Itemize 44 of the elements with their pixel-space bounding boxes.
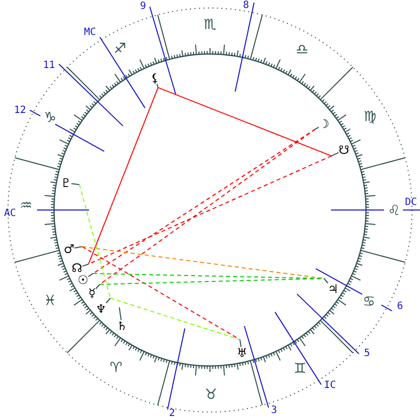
aspect-line — [82, 246, 324, 279]
zodiac-sign-symbol: ♒ — [20, 199, 32, 213]
zodiac-sign-symbol: ♎ — [296, 43, 308, 57]
planet-symbol: ♇ — [60, 177, 72, 189]
aspect-line — [78, 184, 111, 299]
zodiac-sign-symbol: ♈ — [110, 361, 122, 375]
zodiac-sign-symbol: ♋ — [362, 295, 376, 309]
house-label: 6 — [396, 302, 404, 312]
planet-symbol: ⚸ — [150, 72, 160, 84]
zodiac-sign-symbol: ♓ — [44, 294, 56, 308]
aspect-line — [88, 155, 332, 265]
zodiac-sign-symbol: ♍ — [364, 110, 376, 124]
planet-symbol: ☿ — [88, 287, 96, 299]
aspect-line — [82, 246, 240, 340]
planet-symbol: ♄ — [116, 320, 128, 332]
house-label: MC — [84, 28, 96, 38]
house-label: 8 — [242, 1, 250, 11]
zodiac-sign-symbol: ♑ — [44, 111, 56, 125]
planet-symbol: ♂ — [64, 243, 74, 255]
planet-symbol: ☉ — [78, 274, 88, 286]
zodiac-sign-symbol: ♌ — [388, 204, 400, 218]
house-label: 3 — [270, 406, 278, 416]
house-label: 2 — [168, 409, 176, 419]
house-label: AC — [4, 209, 16, 219]
house-label: IC — [324, 381, 336, 391]
planet-symbol: ♅ — [236, 347, 248, 359]
house-label: DC — [404, 198, 418, 208]
zodiac-sign-symbol: ♊ — [294, 362, 306, 376]
planet-symbol: ♃ — [328, 283, 338, 295]
zodiac-sign-symbol: ♐ — [114, 42, 126, 56]
aspect-line — [158, 87, 332, 156]
planet-symbol: ☋ — [338, 144, 350, 156]
aspect-line — [99, 278, 324, 285]
house-label: 5 — [364, 349, 370, 359]
planet-symbol: ♆ — [96, 303, 106, 315]
house-label: 12 — [14, 106, 26, 116]
aspect-line — [110, 298, 240, 340]
house-label: 11 — [42, 61, 56, 71]
zodiac-sign-symbol: ♉ — [204, 388, 218, 402]
aspect-line — [88, 87, 159, 265]
planet-symbol: ☊ — [72, 262, 82, 274]
zodiac-sign-symbol: ♏ — [204, 18, 216, 32]
planet-symbol: ☽ — [318, 118, 330, 130]
house-label: 9 — [140, 2, 146, 12]
